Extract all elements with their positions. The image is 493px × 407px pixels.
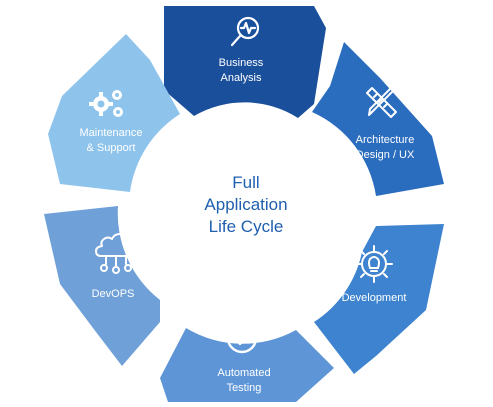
- ruler-pencil-icon: [366, 85, 397, 118]
- segment-architecture: [312, 42, 444, 196]
- magnifier-pulse-icon: [230, 16, 260, 47]
- label-maintenance-line-1: Maintenance: [80, 127, 143, 139]
- segment-automated-testing: [160, 328, 334, 402]
- label-business-line-2: Analysis: [221, 72, 262, 84]
- gears-icon: [89, 90, 123, 117]
- label-maintenance-line-2: & Support: [87, 142, 136, 154]
- label-development: Development: [342, 292, 407, 304]
- center-title-line-1: Full: [232, 173, 259, 192]
- cloud-network-icon: [95, 233, 137, 274]
- label-testing-line-1: Automated: [217, 367, 270, 379]
- center-title-line-3: Life Cycle: [209, 217, 284, 236]
- checkmark-circle-icon: [226, 322, 258, 354]
- gear-lightbulb-icon: [355, 245, 393, 283]
- segment-business-analysis: [164, 6, 326, 118]
- label-devops: DevOPS: [92, 288, 135, 300]
- label-testing-line-2: Testing: [227, 382, 262, 394]
- segment-devops: [44, 206, 160, 366]
- segment-development: [314, 224, 444, 374]
- label-architecture-line-2: Design / UX: [356, 149, 415, 161]
- center-title-line-2: Application: [204, 195, 287, 214]
- label-architecture-line-1: Architecture: [356, 134, 415, 146]
- label-business-line-1: Business: [219, 57, 264, 69]
